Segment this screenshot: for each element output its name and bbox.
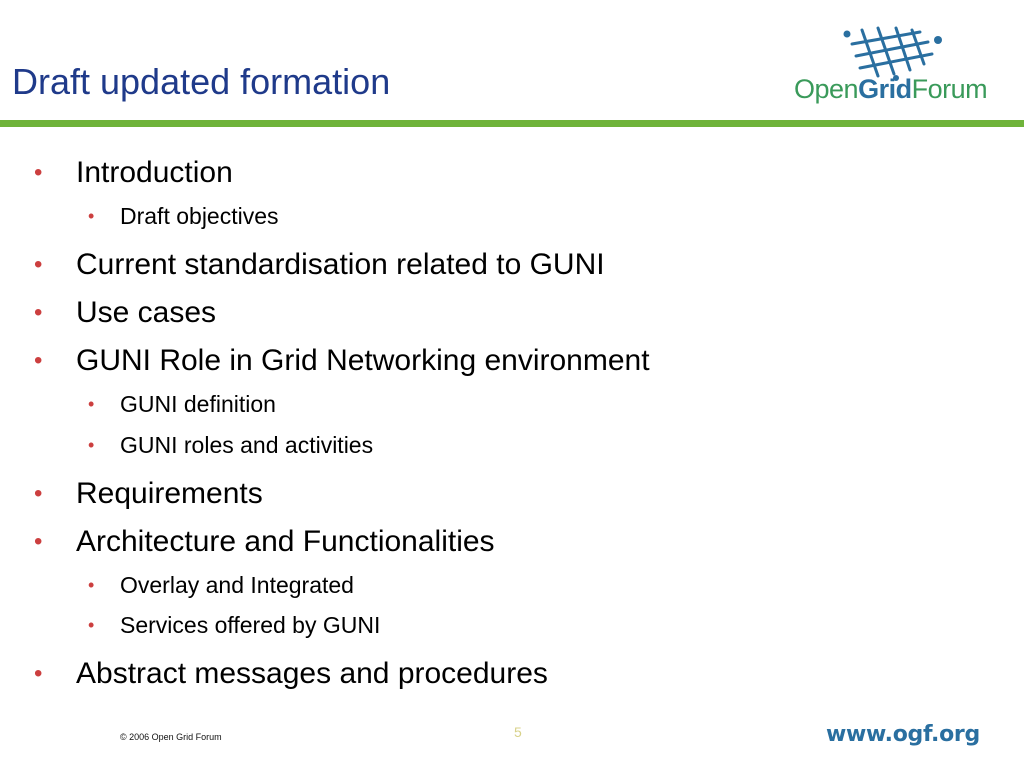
logo-word-open: Open [794, 74, 859, 104]
bullet-text: GUNI Role in Grid Networking environment [76, 344, 650, 377]
grid-lattice-icon [843, 26, 942, 81]
bullet-marker: • [34, 480, 43, 507]
sub-bullet-item: • Services offered by GUNI [88, 611, 381, 639]
page-number: 5 [514, 724, 522, 740]
bullet-text: Services offered by GUNI [120, 612, 381, 638]
logo-word-forum: Forum [911, 74, 988, 104]
bullet-text: Requirements [76, 477, 263, 510]
bullet-text: Overlay and Integrated [120, 572, 354, 598]
bullet-item: • Abstract messages and procedures [34, 657, 548, 691]
title-divider [0, 120, 1024, 127]
bullet-text: Architecture and Functionalities [76, 525, 495, 558]
bullet-item: • Introduction [34, 156, 233, 190]
sub-bullet-item: • Overlay and Integrated [88, 571, 354, 599]
bullet-marker: • [88, 615, 95, 635]
sub-bullet-item: • GUNI roles and activities [88, 431, 374, 459]
bullet-marker: • [88, 206, 95, 226]
open-grid-forum-logo: OpenGridForum [794, 26, 988, 108]
bullet-marker: • [88, 435, 95, 455]
bullet-marker: • [88, 575, 95, 595]
bullet-text: GUNI roles and activities [120, 432, 374, 458]
bullet-item: • Current standardisation related to GUNI [34, 248, 605, 282]
bullet-text: Use cases [76, 296, 217, 329]
bullet-marker: • [34, 299, 43, 326]
bullet-marker: • [34, 528, 43, 555]
sub-bullet-item: • Draft objectives [88, 202, 279, 230]
footer-copyright: © 2006 Open Grid Forum [120, 732, 222, 742]
bullet-marker: • [34, 159, 43, 186]
logo-word-grid: Grid [858, 74, 912, 104]
bullet-text: Introduction [76, 156, 233, 189]
bullet-text: Abstract messages and procedures [76, 657, 548, 690]
bullet-marker: • [34, 347, 43, 374]
bullet-item: • Use cases [34, 296, 217, 330]
bullet-marker: • [34, 251, 43, 278]
bullet-text: Draft objectives [120, 203, 279, 229]
logo-wordmark: OpenGridForum [794, 74, 988, 104]
sub-bullet-item: • GUNI definition [88, 390, 276, 418]
slide-title: Draft updated formation [12, 61, 391, 102]
bullet-item: • Requirements [34, 477, 263, 511]
bullet-item: • Architecture and Functionalities [34, 525, 495, 559]
bullet-marker: • [88, 394, 95, 414]
bullet-text: Current standardisation related to GUNI [76, 248, 605, 281]
bullet-item: • GUNI Role in Grid Networking environmen… [34, 344, 650, 378]
bullet-marker: • [34, 660, 43, 687]
bullet-text: GUNI definition [120, 391, 276, 417]
footer-url[interactable]: www.ogf.org [826, 722, 980, 747]
